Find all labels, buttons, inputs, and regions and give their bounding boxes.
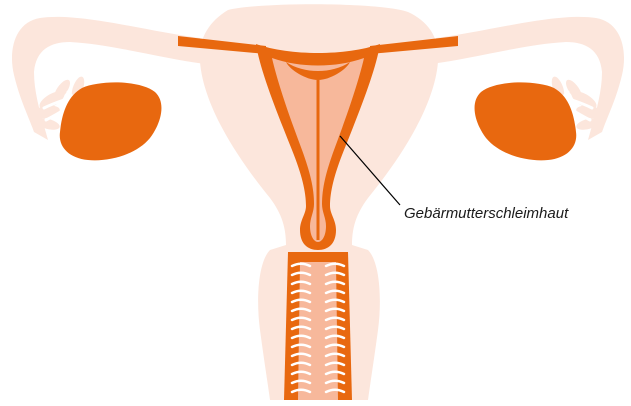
endometrium-label: Gebärmutterschleimhaut <box>404 205 569 222</box>
vaginal-canal <box>284 252 352 400</box>
right-ovary <box>475 82 577 160</box>
left-ovary <box>60 82 162 160</box>
